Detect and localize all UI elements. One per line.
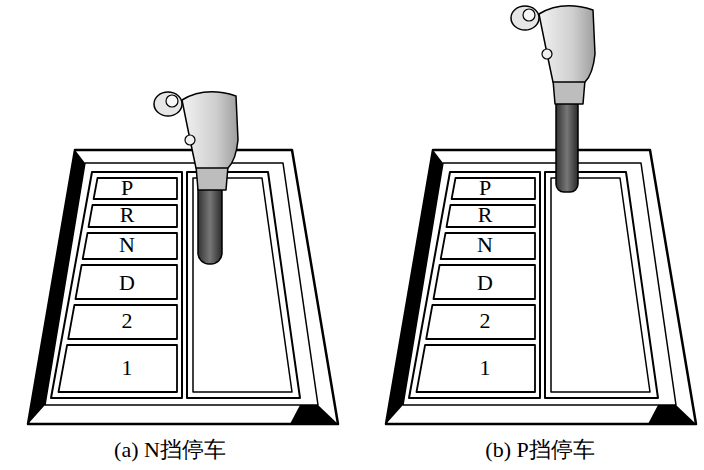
gear-position-label: R	[478, 204, 493, 226]
gear-position-label: D	[477, 272, 493, 294]
gear-position-label: D	[119, 272, 135, 294]
lever-shaft	[556, 92, 578, 192]
gear-position-label: N	[477, 234, 493, 256]
gear-position-label: P	[479, 177, 491, 199]
gear-position-label: 1	[480, 357, 491, 379]
gear-position-label: P	[121, 177, 133, 199]
sub-caption: (b) P挡停车	[485, 439, 594, 461]
gear-position-label: 1	[122, 357, 133, 379]
lever-knob	[511, 6, 595, 104]
lever-knob	[154, 92, 238, 190]
gear-position-label: N	[119, 234, 135, 256]
gear-gate-panel	[386, 150, 696, 424]
gear-position-label: R	[120, 204, 135, 226]
lever-shaft	[198, 178, 222, 264]
gear-position-label: 2	[122, 310, 133, 332]
gear-gate-panel	[28, 150, 338, 424]
sub-caption: (a) N挡停车	[114, 439, 226, 461]
gear-position-label: 2	[480, 310, 491, 332]
